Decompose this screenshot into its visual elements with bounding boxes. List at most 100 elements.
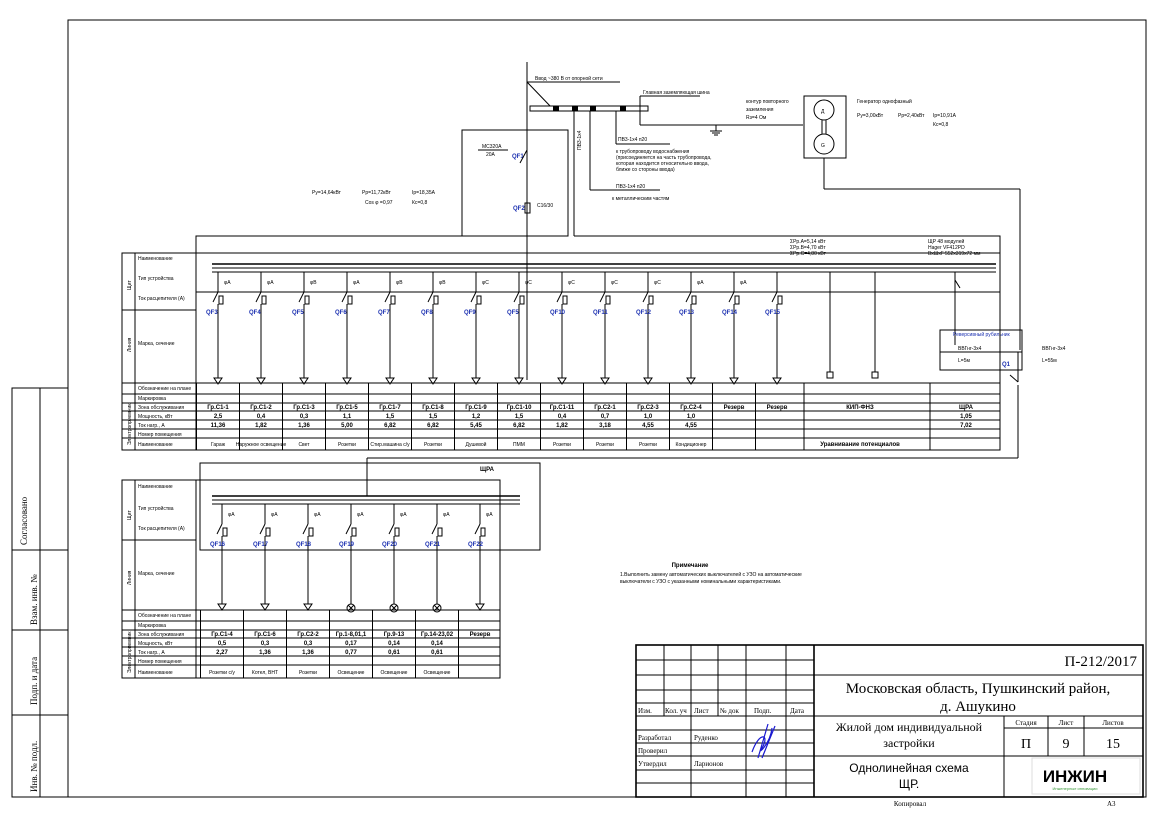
qf1-type: МС320А (482, 144, 502, 150)
breaker-label: QF18 (296, 542, 312, 548)
reverse-switch-box (939, 329, 1023, 371)
outlet-icon (217, 603, 227, 611)
kip-zone: КИП-ФНЗ (846, 405, 874, 411)
outlet-icon (385, 377, 395, 385)
breaker-label: QF7 (378, 310, 390, 316)
row-label: Ток нагр., А (138, 423, 165, 429)
stamp-inv-orig: Инв. № подл. (29, 741, 39, 792)
rcd-icon (476, 295, 482, 305)
rcd-icon (562, 295, 568, 305)
row-label: Тип устройства (138, 275, 174, 282)
generator-title: Генератор однофазный (857, 98, 912, 105)
row-label: Наименование (138, 670, 173, 676)
shra-zone: ЩРА (959, 405, 974, 411)
breaker-label: QF9 (464, 310, 476, 316)
feeder-5: QF7 φB (378, 272, 403, 385)
rcd-icon (265, 527, 271, 537)
current-cell: 0,77 (345, 650, 357, 656)
name-cell: Освещение (381, 670, 408, 676)
current-cell: 6,82 (384, 423, 396, 429)
row-label: Ток нагр., А (138, 650, 165, 656)
cable-right: ВВГнг-3х4 (1042, 346, 1066, 352)
sub-panel: ЩРА (199, 462, 541, 551)
pe1-note: которая находится относительно ввода, (616, 161, 709, 167)
pe1-note: ближе со стороны ввода) (616, 167, 675, 173)
copied-label: Копировал (894, 800, 927, 808)
outlet-icon (299, 377, 309, 385)
side-line-label: Линия (127, 337, 133, 352)
kip-name: Уравнивание потенциалов (820, 442, 900, 448)
pe1-note: к трубопроводу водоснабжения (616, 149, 690, 155)
zone-cell: Гр.С1-7 (379, 405, 401, 411)
q1-label: Q1 (1002, 362, 1011, 368)
breaker-label: QF21 (425, 542, 441, 548)
upper-breakers: QF3φAQF4φAQF5φBQF6φAQF7φBQF8φBQF9φCQF5φC… (206, 272, 783, 385)
lamp-icon (346, 603, 356, 613)
panel-dims: ВхШхГ 552х319х72 мм (928, 251, 981, 257)
power-cell: 1,0 (687, 414, 696, 420)
qf2-label: QF2 (513, 206, 525, 212)
ground-label: Rз=4 Ом (746, 115, 767, 121)
breaker-icon (388, 523, 395, 535)
zone-cell: Гр.1-8,01,1 (336, 632, 367, 638)
hdr-kol: Кол. уч (665, 707, 687, 715)
power-cell: 1,5 (515, 414, 524, 420)
outlet-icon (514, 377, 524, 385)
outlet-icon (213, 377, 223, 385)
name-cell: Розетки (553, 442, 571, 448)
breaker-icon (427, 291, 434, 303)
power-cell: 2,5 (214, 414, 223, 420)
object-name: Жилой дом индивидуальной (836, 720, 983, 734)
name-cell: Розетки (639, 442, 657, 448)
outlet-icon (729, 377, 739, 385)
zone-cell: Гр.С1-11 (550, 405, 575, 411)
row-label: Наименование (138, 484, 173, 490)
logo-text: ИНЖИН (1043, 767, 1107, 786)
shra-current: 7,02 (960, 423, 972, 429)
generator-ip: Iр=10,91А (933, 113, 957, 119)
lamp-cross (390, 604, 398, 612)
breaker-label: QF11 (593, 310, 608, 316)
rcd-icon (433, 295, 439, 305)
power-cell: 0,5 (218, 641, 227, 647)
phase-label: φA (271, 512, 278, 518)
row-label: Ток расцепителя (А) (138, 526, 185, 532)
breaker-icon (259, 523, 266, 535)
breaker-label: QF14 (722, 310, 738, 316)
phase-label: φB (396, 280, 403, 286)
current-cell: 1,36 (302, 650, 314, 656)
sum-phase-b: ΣРр.В=4,70 кВт (790, 245, 826, 251)
row-label: Мощность, кВт (138, 414, 173, 420)
breaker-icon (474, 523, 481, 535)
outlet-icon (342, 377, 352, 385)
len-right: L=55м (1042, 358, 1057, 364)
input-box (461, 129, 569, 237)
len-left: L=5м (958, 358, 970, 364)
feed-label: Ввод ~380 В от опорной сети (535, 75, 603, 82)
generator-kc: Кс=0,8 (933, 122, 949, 128)
breaker-icon (255, 291, 262, 303)
side-panel-label: Щит (127, 280, 133, 290)
stamp-sign-date: Подп. и дата (29, 657, 39, 705)
generator-symbol: G (821, 143, 825, 149)
stamp-agreed: Согласовано (19, 496, 29, 545)
breaker-icon (470, 291, 477, 303)
zone-cell: Гр.С2-3 (637, 405, 659, 411)
zone-cell: Гр.14-23,02 (421, 632, 454, 638)
breaker-icon (216, 523, 223, 535)
row-label: Маркировка (138, 623, 166, 629)
sheets-value: 15 (1106, 737, 1120, 752)
name-cell: Розетки (338, 442, 356, 448)
side-consumer-label: Электроприемник (127, 631, 133, 673)
phase-label: φC (525, 280, 532, 286)
name-cell: Розетки (424, 442, 442, 448)
breaker-icon (771, 291, 778, 303)
motor-symbol: Д (821, 109, 825, 115)
